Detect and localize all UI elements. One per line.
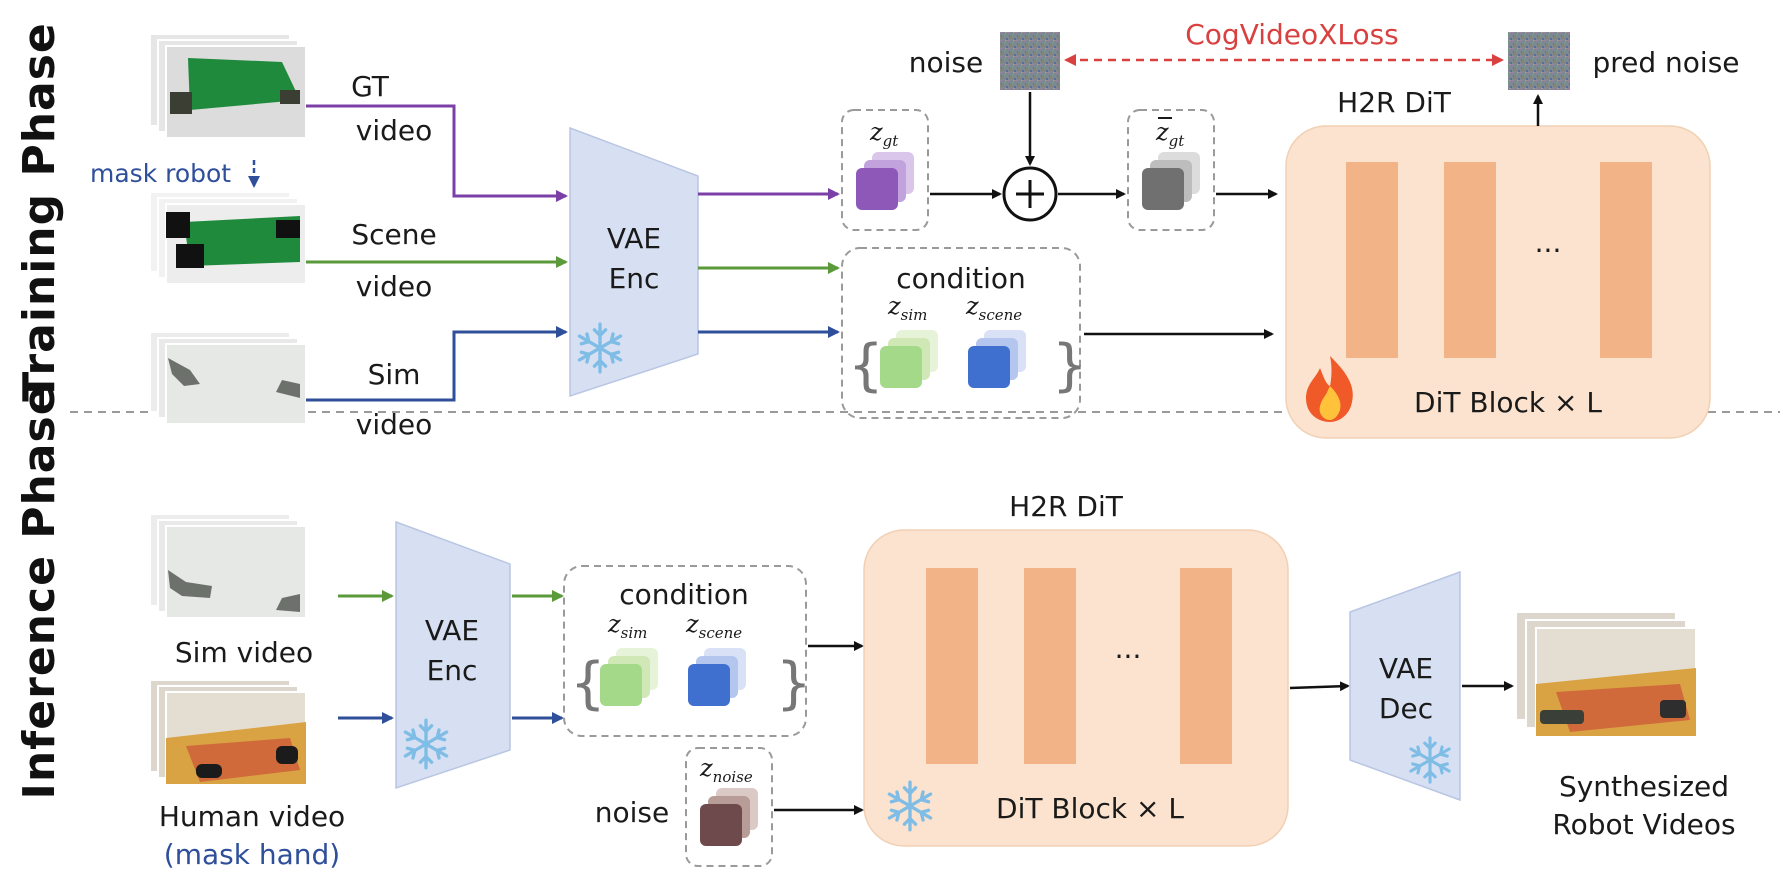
vae-enc-inference-label-2: Enc <box>427 654 478 687</box>
scene-video-thumbnail <box>149 191 307 285</box>
vae-enc-inference-label-1: VAE <box>425 614 479 647</box>
dit-dots-training: ... <box>1535 226 1562 259</box>
human-video-thumbnail <box>149 679 307 785</box>
z-gt-box <box>841 109 929 231</box>
z-sim-latent-stack-training <box>880 330 938 388</box>
dit-bar-training-1 <box>1346 162 1398 358</box>
z-scene-latent-stack-training <box>968 330 1026 388</box>
condition-label-inference: condition <box>619 578 748 611</box>
condition-box-inference <box>563 565 807 737</box>
dit-bar-training-3 <box>1600 162 1652 358</box>
sim-video-thumbnail-inference <box>149 513 307 619</box>
z-noise-latent-stack <box>700 788 758 846</box>
z-gt-label: zgt <box>869 118 899 150</box>
output-label-1: Synthesized <box>1559 770 1729 803</box>
mask-hand-label: (mask hand) <box>164 838 340 871</box>
dit-bar-training-2 <box>1444 162 1496 358</box>
z-noise-label: znoise <box>699 754 753 786</box>
z-gt-bar-label: zgt <box>1155 118 1185 150</box>
z-scene-label-training: zscene <box>965 292 1022 324</box>
dit-bar-inference-2 <box>1024 568 1076 764</box>
z-sim-latent-stack-inference <box>600 648 658 706</box>
vae-dec-label-1: VAE <box>1379 652 1433 685</box>
dit-block-label-training: DiT Block × L <box>1414 386 1602 419</box>
vae-decoder <box>1349 570 1461 802</box>
z-gt-latent-stack <box>856 152 914 210</box>
condition-label-training: condition <box>896 262 1025 295</box>
brace-left-inference: { <box>570 651 606 716</box>
scene-video-label: video <box>356 270 432 303</box>
loss-label: CogVideoXLoss <box>1185 18 1399 51</box>
z-gt-bar-box <box>1127 109 1215 231</box>
condition-box-training <box>841 247 1081 419</box>
gt-video-label: video <box>356 114 432 147</box>
dit-title-training: H2R DiT <box>1337 86 1452 119</box>
z-noise-box <box>685 747 773 867</box>
noise-label-inference: noise <box>595 796 669 829</box>
vae-dec-label-2: Dec <box>1379 692 1433 725</box>
inference-phase-label: Inference Phase <box>14 384 65 799</box>
dit-dots-inference: ... <box>1115 632 1142 665</box>
brace-right-training: } <box>1052 333 1088 398</box>
scene-label: Scene <box>351 218 436 251</box>
sim-video-label-inference: Sim video <box>175 636 313 669</box>
mask-robot-label: mask robot <box>90 159 231 188</box>
pred-noise-label: pred noise <box>1592 46 1739 79</box>
sim-video-thumbnail-training <box>149 331 307 425</box>
vae-encoder-training <box>569 126 699 398</box>
noise-label-training: noise <box>909 46 983 79</box>
pred-noise-image <box>1508 32 1570 90</box>
sim-arrow <box>306 326 568 402</box>
dit-bar-inference-1 <box>926 568 978 764</box>
gt-label: GT <box>351 70 390 103</box>
z-sim-label-inference: zsim <box>607 610 647 642</box>
dit-bar-inference-3 <box>1180 568 1232 764</box>
noise-image-training <box>1000 32 1060 90</box>
vae-enc-training-label-2: Enc <box>609 262 660 295</box>
sim-video-label: video <box>356 408 432 441</box>
gt-arrow <box>306 104 568 202</box>
vae-enc-training-label-1: VAE <box>607 222 661 255</box>
dit-title-inference: H2R DiT <box>1009 490 1124 523</box>
z-scene-label-inference: zscene <box>685 610 742 642</box>
training-phase-label: Training Phase <box>14 22 65 402</box>
sim-label: Sim <box>368 358 421 391</box>
synthesized-video-thumbnail <box>1515 611 1697 737</box>
brace-right-inference: } <box>776 651 812 716</box>
z-sim-label-training: zsim <box>887 292 927 324</box>
trainable-fire-icon <box>1306 356 1353 422</box>
gt-video-thumbnail <box>149 33 307 139</box>
dit-to-dec-arrow <box>1289 681 1350 692</box>
z-scene-latent-stack-inference <box>688 648 746 706</box>
output-label-2: Robot Videos <box>1552 808 1735 841</box>
human-video-label: Human video <box>159 800 345 833</box>
dit-block-label-inference: DiT Block × L <box>996 792 1184 825</box>
z-gt-bar-latent-stack <box>1142 152 1200 210</box>
brace-left-training: { <box>848 333 884 398</box>
